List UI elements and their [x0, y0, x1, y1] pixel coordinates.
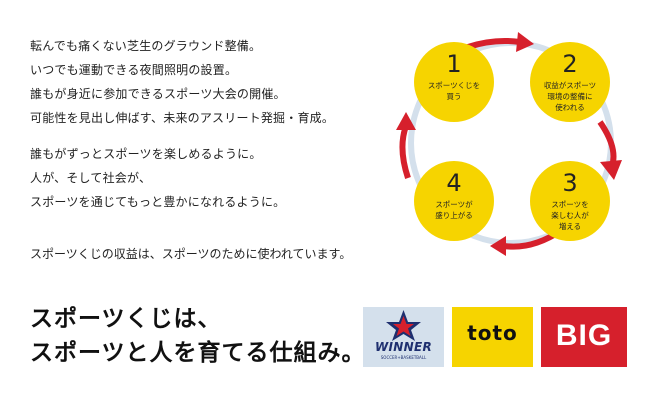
- big-wordmark: BIG: [555, 319, 613, 352]
- step-number: 3: [562, 169, 578, 197]
- step-number: 2: [562, 50, 578, 78]
- step-4-circle: 4 スポーツが 盛り上がる: [414, 161, 494, 241]
- intro-text: 転んでも痛くない芝生のグラウンド整備。 いつでも運動できる夜間照明の設置。 誰も…: [30, 34, 390, 214]
- headline-line-1: スポーツくじは、: [30, 306, 222, 332]
- star-inner: [393, 316, 414, 336]
- intro-line: 人が、そして社会が、: [30, 171, 152, 185]
- step-label: 収益がスポーツ 環境の整備に 使われる: [543, 81, 597, 112]
- step-label: スポーツを 楽しむ人が 増える: [551, 200, 589, 231]
- intro-line: 転んでも痛くない芝生のグラウンド整備。: [30, 39, 262, 53]
- arrowhead-3-to-4: [490, 236, 506, 256]
- headline-line-2: スポーツと人を育てる仕組み。: [30, 340, 366, 366]
- toto-logo[interactable]: toto: [452, 307, 533, 367]
- step-1-circle: 1 スポーツくじを 買う: [414, 42, 494, 122]
- winner-wordmark: WINNER: [374, 340, 433, 354]
- winner-subtitle: SOCCER+BASKETBALL: [380, 355, 427, 360]
- intro-line: 可能性を見出し伸ばす、未来のアスリート発掘・育成。: [30, 111, 335, 125]
- toto-wordmark: toto: [467, 321, 518, 345]
- step-label: スポーツが 盛り上がる: [435, 200, 473, 220]
- intro-line: スポーツを通じてもっと豊かになれるように。: [30, 195, 286, 209]
- arrow-4-to-1: [399, 124, 411, 179]
- paragraph-gap: [30, 130, 390, 142]
- arrowhead-1-to-2: [516, 32, 534, 52]
- step-3-circle: 3 スポーツを 楽しむ人が 増える: [530, 161, 610, 241]
- star-icon: [386, 310, 421, 341]
- arrowhead-4-to-1: [396, 112, 416, 130]
- intro-line: 誰もが身近に参加できるスポーツ大会の開催。: [30, 87, 286, 101]
- big-logo[interactable]: BIG: [541, 307, 627, 367]
- step-number: 4: [446, 169, 462, 197]
- summary-text: スポーツくじの収益は、スポーツのために使われています。: [30, 247, 352, 261]
- intro-line: いつでも運動できる夜間照明の設置。: [30, 63, 238, 77]
- winner-logo[interactable]: WINNER SOCCER+BASKETBALL: [363, 307, 444, 367]
- arrowhead-2-to-3: [600, 160, 622, 180]
- intro-line: 誰もがずっとスポーツを楽しめるように。: [30, 147, 262, 161]
- step-label: スポーツくじを 買う: [427, 81, 481, 101]
- headline: スポーツくじは、 スポーツと人を育てる仕組み。: [30, 302, 366, 370]
- cycle-diagram: 1 スポーツくじを 買う 2 収益がスポーツ 環境の整備に 使われる 3 スポー…: [392, 28, 630, 258]
- step-number: 1: [446, 50, 462, 78]
- step-2-circle: 2 収益がスポーツ 環境の整備に 使われる: [530, 42, 610, 122]
